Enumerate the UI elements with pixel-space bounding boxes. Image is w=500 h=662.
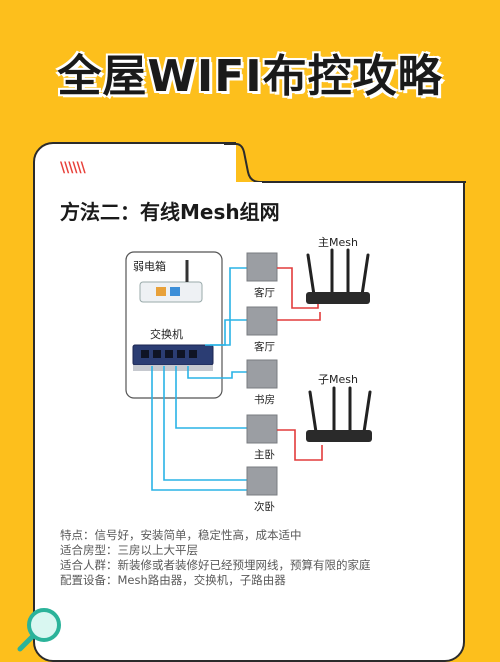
red-cables bbox=[277, 267, 323, 461]
sub-mesh-router-icon bbox=[306, 386, 372, 442]
room-label-3: 书房 bbox=[254, 393, 275, 406]
main-mesh-label: 主Mesh bbox=[318, 236, 358, 249]
switch-label: 交换机 bbox=[150, 327, 183, 341]
wall-panels bbox=[246, 252, 278, 496]
room-label-5: 次卧 bbox=[254, 500, 275, 513]
method-title: 方法二：有线Mesh组网 bbox=[60, 200, 280, 224]
modem-icon bbox=[139, 260, 203, 303]
weak-box-label: 弱电箱 bbox=[133, 259, 166, 273]
note-line: 特点：信号好，安装简单，稳定性高，成本适中 bbox=[60, 528, 302, 542]
room-label-1: 客厅 bbox=[254, 286, 275, 299]
sub-mesh-label: 子Mesh bbox=[318, 373, 358, 386]
weak-box-frame bbox=[125, 251, 223, 399]
note-line: 适合房型：三房以上大平层 bbox=[60, 543, 198, 557]
feature-notes: 特点：信号好，安装简单，稳定性高，成本适中 适合房型：三房以上大平层 适合人群：… bbox=[60, 528, 371, 588]
main-mesh-router-icon bbox=[306, 248, 370, 304]
magnifier-icon bbox=[17, 608, 61, 652]
switch-icon bbox=[132, 344, 214, 371]
card-tab-edge bbox=[262, 181, 466, 183]
page-title: 全屋WIFI布控攻略 bbox=[57, 51, 443, 102]
room-label-2: 客厅 bbox=[254, 340, 275, 353]
note-line: 配置设备：Mesh路由器，交换机，子路由器 bbox=[60, 573, 286, 587]
room-label-4: 主卧 bbox=[254, 448, 275, 461]
decor-dashes: \\\\\\ bbox=[60, 160, 86, 176]
note-line: 适合人群：新装修或者装修好已经预埋网线，预算有限的家庭 bbox=[60, 558, 371, 572]
card-tab-cutout bbox=[236, 142, 466, 182]
content-card bbox=[33, 142, 465, 662]
blue-cables bbox=[151, 267, 247, 491]
card-tab-curve bbox=[224, 143, 264, 182]
